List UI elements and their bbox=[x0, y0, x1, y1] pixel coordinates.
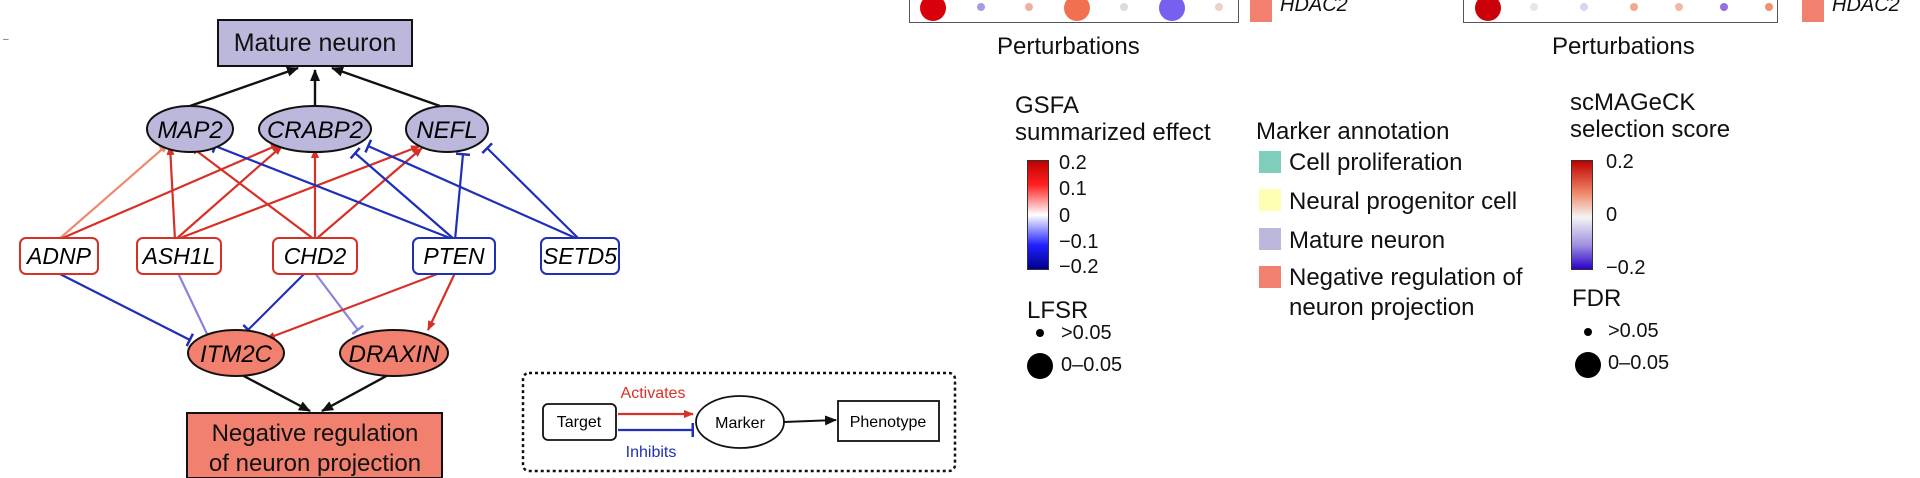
svg-text:MAP2: MAP2 bbox=[157, 117, 222, 144]
gsfa-dot bbox=[1064, 0, 1090, 21]
svg-text:of neuron projection: of neuron projection bbox=[209, 450, 421, 477]
regulatory-network-diagram: Mature neuron MAP2 CRABP2 NEFL ADNP ASH1… bbox=[3, 19, 957, 478]
gsfa-dot bbox=[1025, 3, 1033, 11]
gsfa-dot bbox=[920, 0, 946, 21]
scmageck-xlabel: Perturbations bbox=[1552, 33, 1695, 60]
gsfa-cbar-tick: −0.2 bbox=[1059, 256, 1099, 278]
legend-swatch-mature-neuron bbox=[1259, 228, 1281, 250]
scmageck-colorbar bbox=[1571, 160, 1593, 270]
scmageck-cbar-tick: −0.2 bbox=[1606, 257, 1646, 279]
gsfa-row-annotation-swatch bbox=[1250, 0, 1272, 22]
gsfa-row-label: HDAC2 bbox=[1280, 0, 1348, 16]
gsfa-size-label: >0.05 bbox=[1061, 322, 1112, 344]
gsfa-cbar-title: GSFA summarized effect bbox=[1015, 92, 1211, 146]
svg-text:Inhibits: Inhibits bbox=[626, 444, 677, 461]
scmageck-row-label: HDAC2 bbox=[1832, 0, 1900, 16]
marker-annotation-title: Marker annotation bbox=[1256, 118, 1450, 145]
edge-key: Target Activates Inhibits Marker Phenoty… bbox=[521, 371, 957, 473]
legend-swatch-neural-progenitor bbox=[1259, 189, 1281, 211]
mature-neuron-phenotype: Mature neuron bbox=[217, 19, 413, 67]
activation-edges bbox=[57, 142, 423, 242]
svg-text:Phenotype: Phenotype bbox=[850, 414, 927, 431]
scmageck-cbar-title: scMAGeCK selection score bbox=[1570, 89, 1731, 143]
marker-map2: MAP2 bbox=[146, 105, 234, 153]
gsfa-colorbar bbox=[1027, 160, 1049, 270]
marker-nefl: NEFL bbox=[405, 105, 489, 153]
scmageck-size-title: FDR bbox=[1572, 285, 1622, 312]
inhibition-edges bbox=[211, 139, 581, 242]
legend-swatch-negative-regulation bbox=[1259, 266, 1281, 288]
svg-text:Target: Target bbox=[557, 414, 602, 431]
target-ash1l: ASH1L bbox=[136, 237, 222, 275]
svg-text:CRABP2: CRABP2 bbox=[267, 117, 363, 144]
scmageck-cbar-tick: 0 bbox=[1606, 204, 1618, 226]
gsfa-cbar-tick: 0.1 bbox=[1059, 178, 1087, 200]
scmageck-size-large-dot bbox=[1575, 352, 1601, 378]
svg-text:Activates: Activates bbox=[621, 385, 686, 402]
marker-crabp2: CRABP2 bbox=[258, 105, 372, 153]
svg-text:ASH1L: ASH1L bbox=[141, 243, 216, 269]
scmageck-dot bbox=[1530, 3, 1538, 11]
svg-text:DRAXIN: DRAXIN bbox=[349, 341, 440, 368]
scmageck-size-label: >0.05 bbox=[1608, 320, 1659, 342]
gsfa-cbar-tick: −0.1 bbox=[1059, 231, 1099, 253]
legend-label-mature-neuron: Mature neuron bbox=[1289, 227, 1446, 254]
marker-draxin: DRAXIN bbox=[339, 329, 449, 377]
gsfa-size-large-dot bbox=[1027, 353, 1053, 379]
legend-swatch-cell-proliferation bbox=[1259, 151, 1281, 173]
gsfa-size-label: 0–0.05 bbox=[1061, 354, 1123, 376]
marker-itm2c: ITM2C bbox=[187, 329, 285, 377]
svg-text:ITM2C: ITM2C bbox=[200, 341, 273, 368]
scmageck-dot bbox=[1630, 3, 1638, 11]
target-chd2: CHD2 bbox=[272, 237, 358, 275]
scmageck-size-label: 0–0.05 bbox=[1608, 352, 1670, 374]
gsfa-dot bbox=[1120, 3, 1128, 11]
svg-text:–: – bbox=[3, 34, 9, 45]
scmageck-dot bbox=[1675, 3, 1683, 11]
svg-text:CHD2: CHD2 bbox=[284, 243, 347, 269]
scmageck-dotplot-frame bbox=[1463, 0, 1778, 23]
gsfa-dot bbox=[977, 3, 985, 11]
scmageck-dot bbox=[1580, 3, 1588, 11]
legend-label-negative-regulation: Negative regulation of neuron projection bbox=[1289, 264, 1523, 321]
gsfa-dot bbox=[1215, 3, 1223, 11]
target-setd5: SETD5 bbox=[540, 237, 620, 275]
gsfa-dotplot-frame bbox=[909, 0, 1239, 23]
bottom-edges bbox=[57, 271, 456, 347]
svg-text:Mature neuron: Mature neuron bbox=[234, 29, 397, 57]
gsfa-cbar-tick: 0.2 bbox=[1059, 152, 1087, 174]
scmageck-row-annotation-swatch bbox=[1802, 0, 1824, 22]
svg-text:PTEN: PTEN bbox=[423, 243, 485, 269]
gsfa-size-title: LFSR bbox=[1027, 297, 1089, 324]
scmageck-dot bbox=[1475, 0, 1501, 21]
phenotype-edges bbox=[189, 66, 441, 413]
svg-text:SETD5: SETD5 bbox=[543, 243, 617, 269]
gsfa-size-small-dot bbox=[1036, 329, 1044, 337]
svg-text:ADNP: ADNP bbox=[25, 243, 92, 269]
legend-label-neural-progenitor: Neural progenitor cell bbox=[1289, 188, 1518, 215]
svg-text:Negative regulation: Negative regulation bbox=[212, 420, 419, 447]
legend-label-cell-proliferation: Cell proliferation bbox=[1289, 149, 1463, 176]
svg-text:NEFL: NEFL bbox=[416, 117, 477, 144]
target-adnp: ADNP bbox=[19, 237, 99, 275]
scmageck-cbar-tick: 0.2 bbox=[1606, 151, 1634, 173]
scmageck-dot bbox=[1720, 3, 1728, 11]
negative-regulation-phenotype: Negative regulation of neuron projection bbox=[186, 412, 443, 478]
gsfa-cbar-tick: 0 bbox=[1059, 205, 1071, 227]
scmageck-size-small-dot bbox=[1584, 328, 1592, 336]
scmageck-dot bbox=[1765, 3, 1773, 11]
gsfa-dot bbox=[1159, 0, 1185, 21]
gsfa-xlabel: Perturbations bbox=[997, 33, 1140, 60]
svg-text:Marker: Marker bbox=[715, 415, 765, 432]
target-pten: PTEN bbox=[412, 237, 496, 275]
